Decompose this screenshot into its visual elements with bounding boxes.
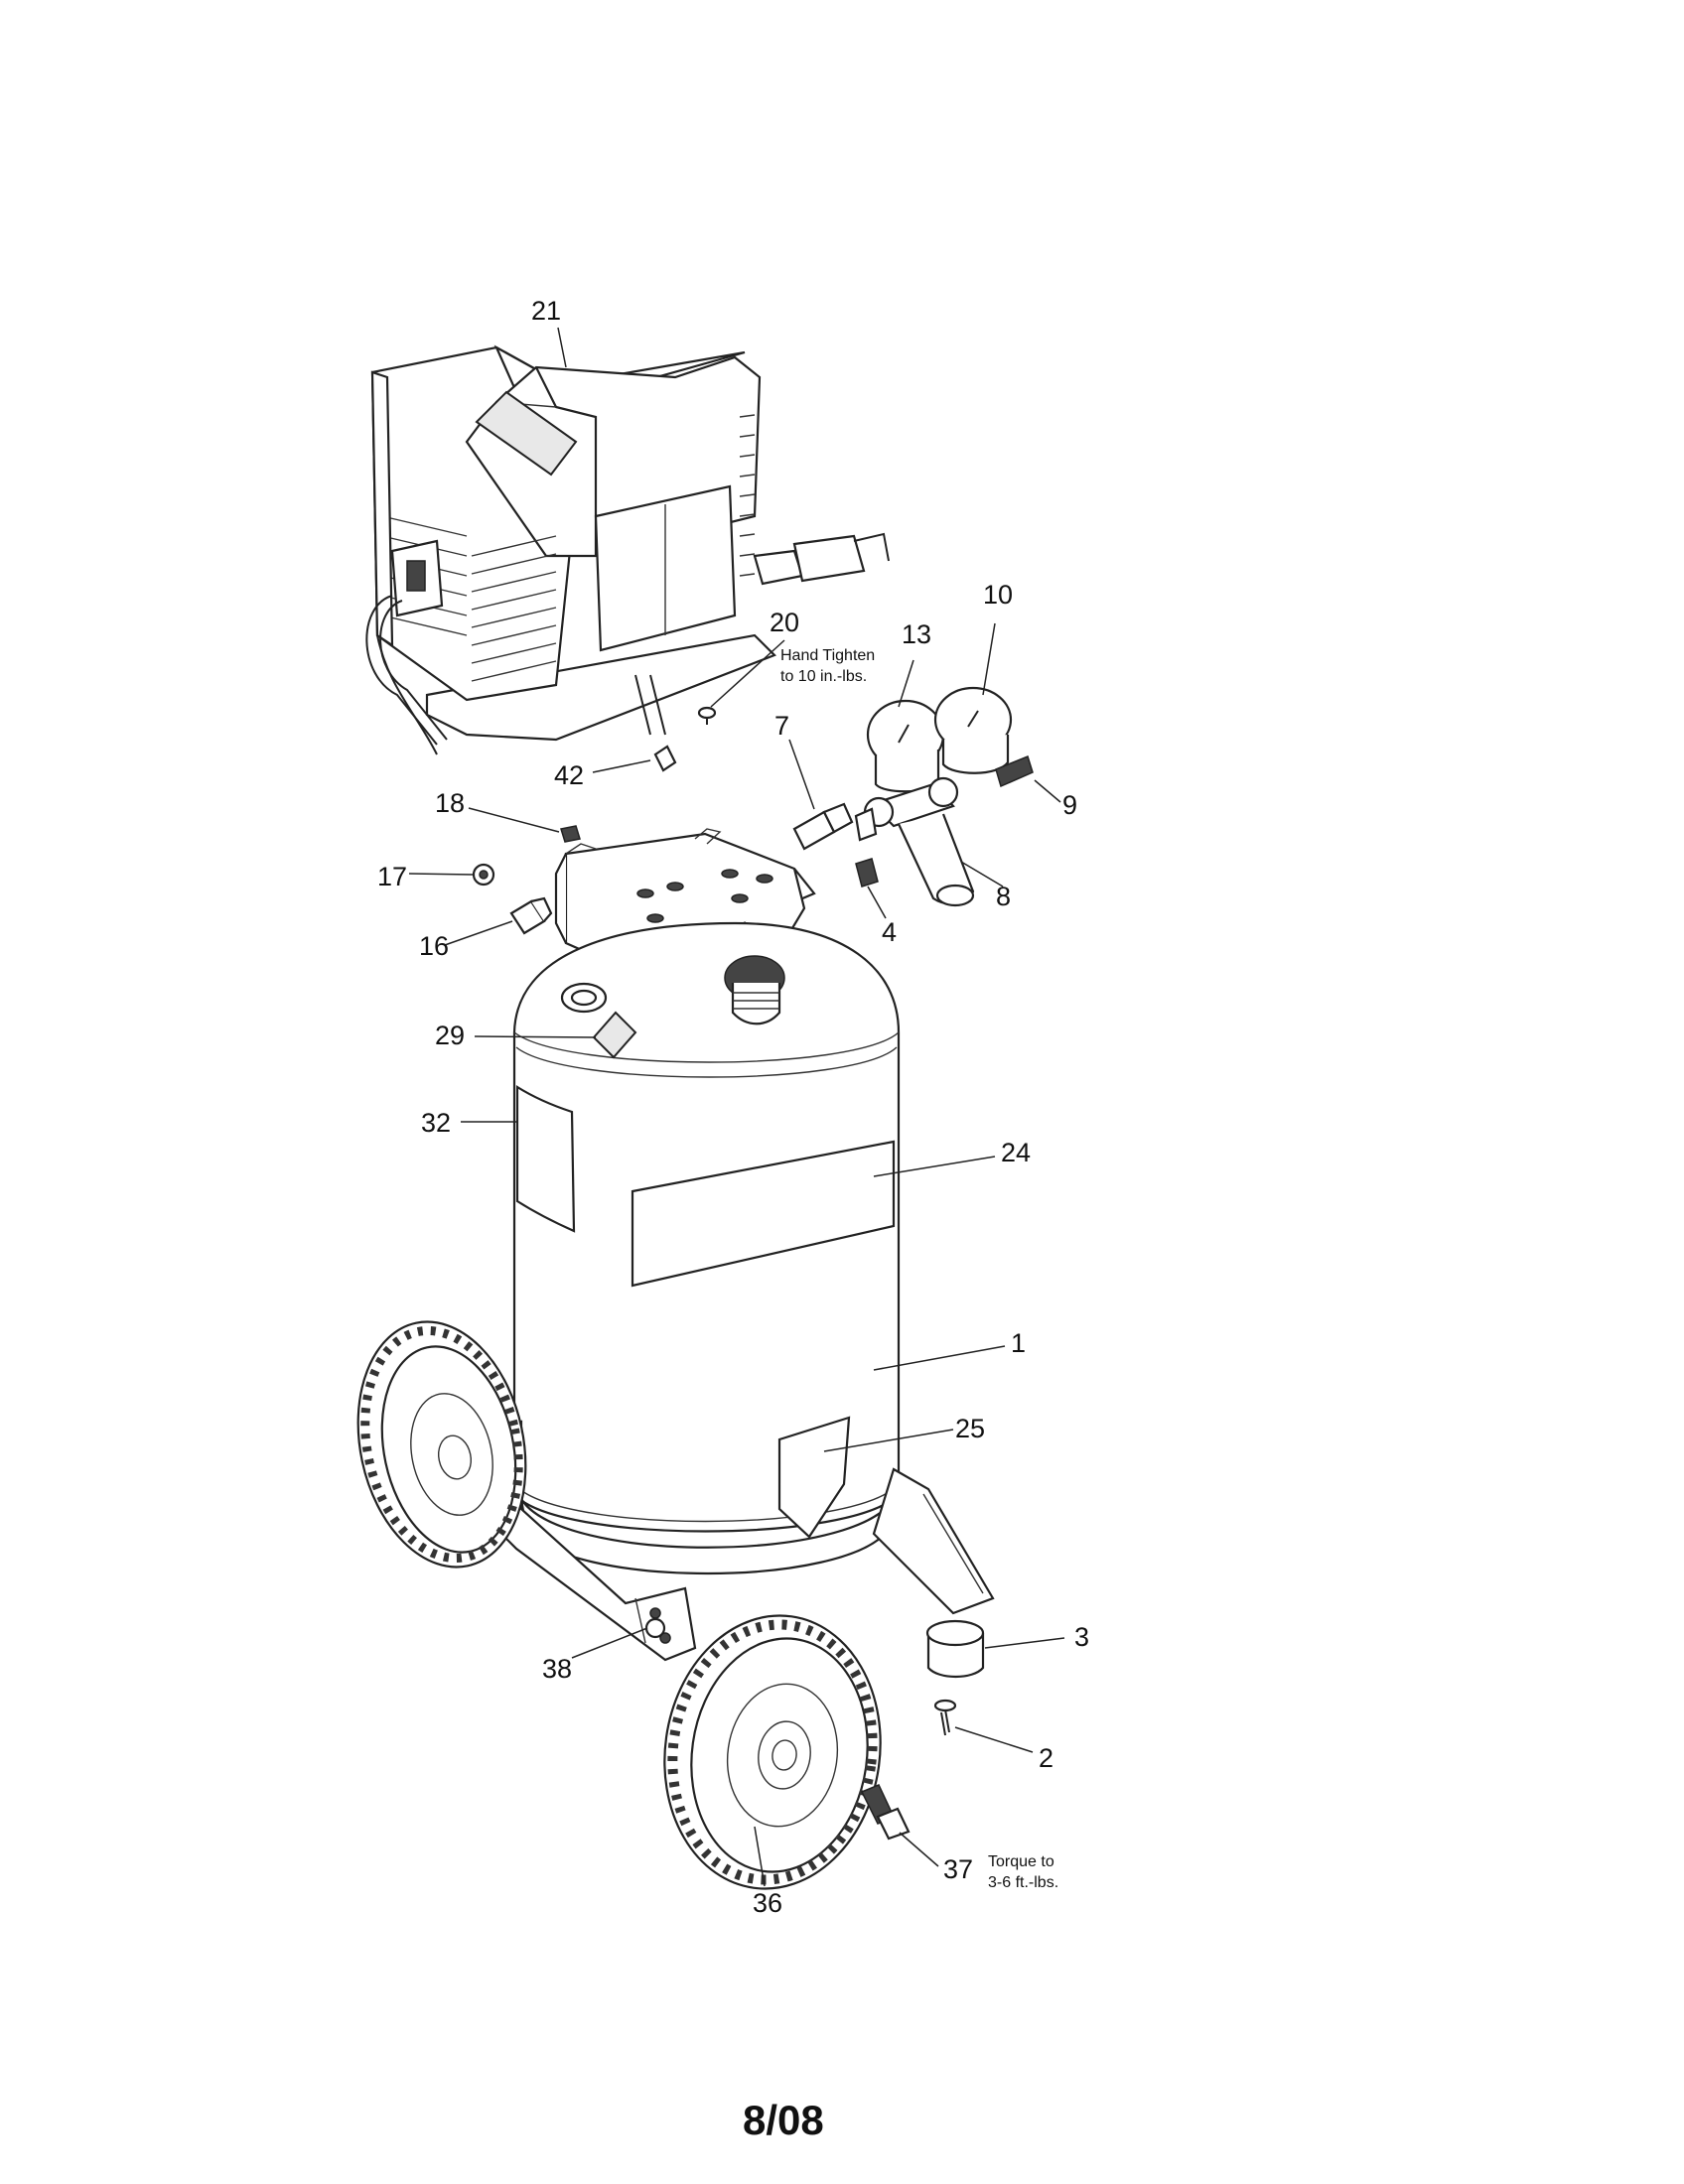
callout-17: 17	[377, 862, 407, 891]
tank-leg	[872, 1467, 995, 1615]
callout-13: 13	[902, 619, 931, 649]
callout-8: 8	[996, 882, 1011, 911]
wheel-right	[663, 1614, 882, 1890]
part-10-gauge	[933, 686, 1013, 774]
callout-20: 20	[770, 608, 799, 637]
callout-36: 36	[753, 1888, 782, 1918]
callout-18: 18	[435, 788, 465, 818]
note-torque-2: 3-6 ft.-lbs.	[988, 1874, 1058, 1891]
note-torque-1: Torque to	[988, 1853, 1054, 1870]
part-17-nut	[472, 863, 495, 887]
callout-labels: 21 20 Hand Tighten to 10 in.-lbs. 13 10 …	[377, 296, 1089, 1918]
callout-1: 1	[1011, 1328, 1026, 1358]
motor-shroud	[365, 344, 890, 755]
callout-29: 29	[435, 1021, 465, 1050]
part-37-axle-bolt	[860, 1784, 911, 1841]
part-7-valve	[792, 802, 854, 851]
part-20-screw	[697, 706, 717, 725]
date-code: 8/08	[743, 2097, 824, 2143]
callout-25: 25	[955, 1414, 985, 1443]
callout-4: 4	[882, 917, 897, 947]
part-16-fitting	[509, 896, 553, 935]
part-38-bolt	[644, 1617, 666, 1639]
air-tank	[512, 921, 901, 1574]
part-8-manifold	[854, 776, 975, 907]
callout-38: 38	[542, 1654, 572, 1684]
callout-3: 3	[1074, 1622, 1089, 1652]
callout-16: 16	[419, 931, 449, 961]
part-9-fitting	[995, 754, 1034, 788]
part-2-screw	[933, 1699, 957, 1736]
callout-9: 9	[1062, 790, 1077, 820]
part-4-plug	[855, 858, 879, 887]
callout-24: 24	[1001, 1138, 1031, 1167]
part-13-gauge	[866, 699, 945, 793]
part-3-rubber-foot	[925, 1619, 985, 1678]
part-18-clip	[560, 825, 581, 843]
note-hand-tighten-2: to 10 in.-lbs.	[780, 668, 867, 685]
callout-7: 7	[774, 711, 789, 741]
leader-lines	[408, 327, 1065, 1887]
callout-10: 10	[983, 580, 1013, 610]
callout-32: 32	[421, 1108, 451, 1138]
callout-42: 42	[554, 760, 584, 790]
part-42-fitting	[653, 745, 677, 772]
callout-37: 37	[943, 1854, 973, 1884]
note-hand-tighten-1: Hand Tighten	[780, 647, 875, 664]
wheel-left	[356, 1320, 527, 1569]
callout-21: 21	[531, 296, 561, 326]
callout-2: 2	[1039, 1743, 1053, 1773]
